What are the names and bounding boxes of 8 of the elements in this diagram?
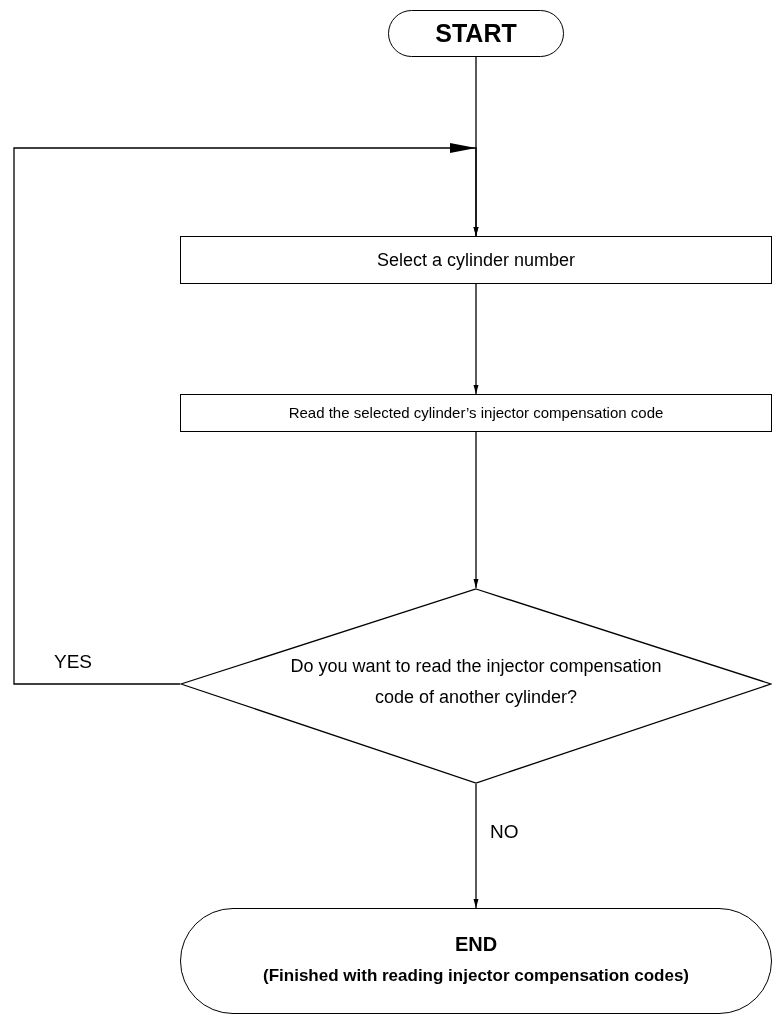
decision-diamond bbox=[180, 588, 772, 784]
process-box: Read the selected cylinder’s injector compensation code bbox=[180, 394, 772, 432]
process-box: Select a cylinder number bbox=[180, 236, 772, 284]
end-note: (Finished with reading injector compensation codes) bbox=[263, 965, 689, 988]
start-terminal: START bbox=[388, 10, 564, 57]
end-title: END bbox=[454, 932, 498, 958]
edge-label: NO bbox=[488, 822, 521, 841]
decision-text: Do you want to read the injector compensation code of another cylinder? bbox=[289, 655, 663, 709]
